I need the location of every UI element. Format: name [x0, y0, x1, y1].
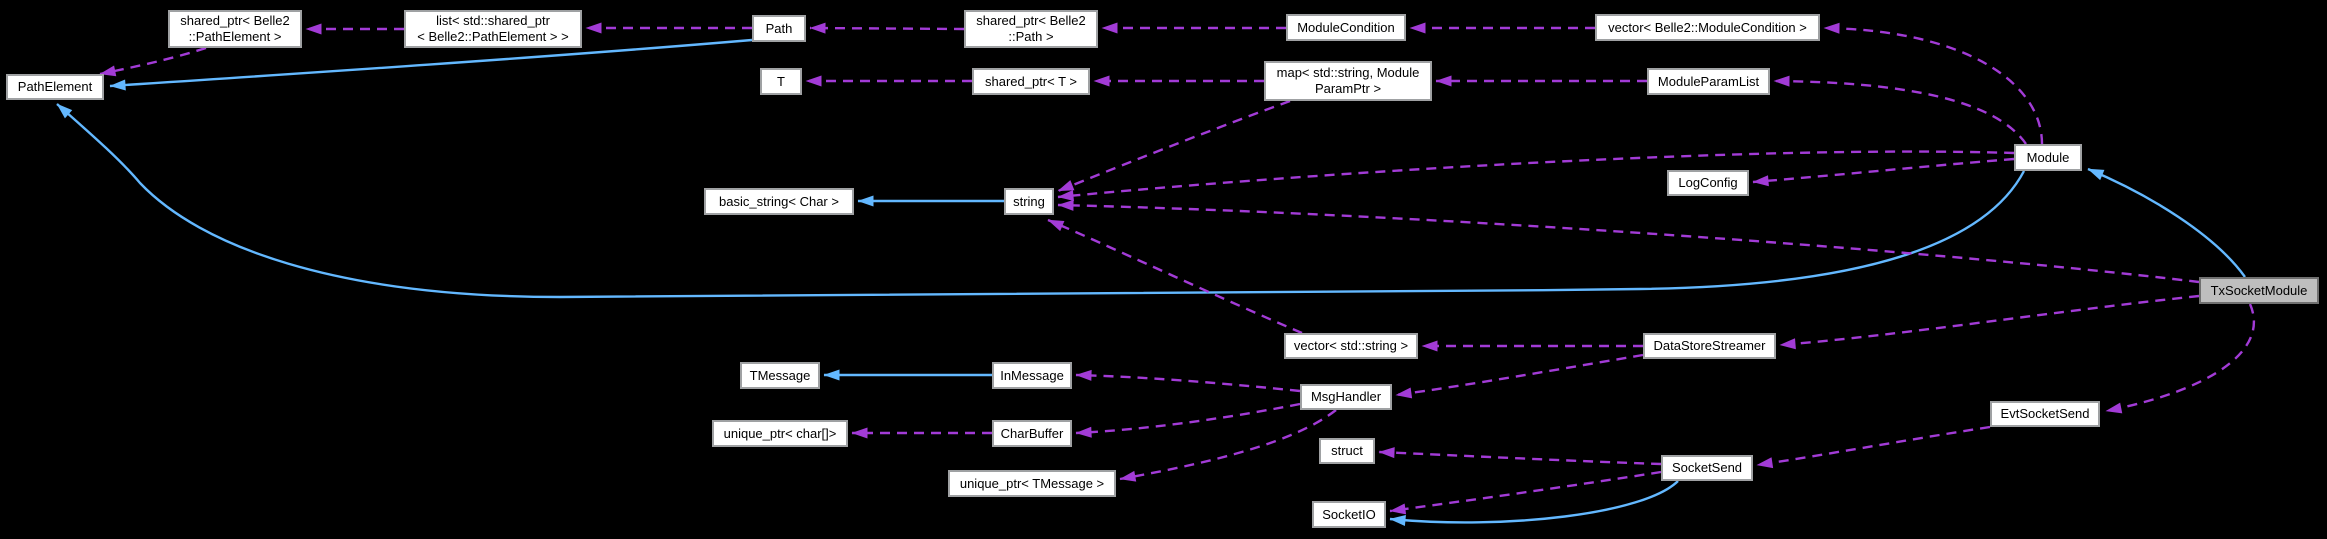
edge-usage-module-to-log-config: [1752, 157, 2015, 187]
node-msg-handler[interactable]: MsgHandler: [1300, 384, 1392, 410]
edge-usage-module-to-vec-module-condition: [1823, 22, 2044, 145]
edge-inherit-tx-socket-module-to-module: [2087, 167, 2246, 278]
edge-usage-vec-string-to-string: [1047, 218, 1303, 335]
node-basic-string[interactable]: basic_string< Char >: [704, 188, 854, 215]
node-socket-send[interactable]: SocketSend: [1661, 455, 1753, 481]
node-evt-socket-send[interactable]: EvtSocketSend: [1990, 401, 2100, 427]
node-socket-io[interactable]: SocketIO: [1312, 501, 1386, 528]
edge-inherit-module-to-path-element: [56, 103, 2026, 299]
edge-usage-msg-handler-to-unique-ptr-tmessage: [1119, 409, 1337, 482]
edge-usage-sp-path-to-path: [809, 22, 965, 34]
edge-inherit-path-to-path-element: [109, 38, 753, 91]
node-log-config[interactable]: LogConfig: [1667, 170, 1749, 196]
node-map-module-param[interactable]: map< std::string, Module ParamPtr >: [1264, 61, 1432, 101]
edge-usage-socket-send-to-struct: [1378, 447, 1662, 466]
node-struct[interactable]: struct: [1319, 438, 1375, 464]
node-list-sp-pathelement[interactable]: list< std::shared_ptr < Belle2::PathElem…: [404, 10, 582, 48]
edge-usage-sp-pathelement-to-path-element: [99, 46, 207, 77]
edge-usage-msg-handler-to-char-buffer: [1075, 402, 1301, 438]
edge-usage-msg-handler-to-in-message: [1075, 369, 1301, 393]
node-char-buffer[interactable]: CharBuffer: [992, 420, 1072, 447]
edge-usage-socket-send-to-socket-io: [1389, 470, 1662, 515]
node-sp-pathelement[interactable]: shared_ptr< Belle2 ::PathElement >: [168, 10, 302, 48]
edge-usage-evt-socket-send-to-socket-send: [1756, 425, 1991, 469]
edge-inherit-socket-send-to-socket-io: [1389, 480, 1679, 526]
node-unique-ptr-char[interactable]: unique_ptr< char[]>: [712, 420, 848, 447]
node-path[interactable]: Path: [752, 15, 806, 42]
node-module-param-list[interactable]: ModuleParamList: [1647, 68, 1770, 95]
node-in-message[interactable]: InMessage: [992, 362, 1072, 389]
node-string[interactable]: string: [1004, 188, 1054, 215]
edge-usage-module-to-module-param-list: [1773, 75, 2027, 145]
edge-usage-tx-socket-module-to-data-store-streamer: [1779, 294, 2200, 350]
node-path-element[interactable]: PathElement: [6, 74, 104, 100]
node-vec-module-condition[interactable]: vector< Belle2::ModuleCondition >: [1595, 14, 1820, 41]
node-unique-ptr-tmessage[interactable]: unique_ptr< TMessage >: [948, 470, 1116, 497]
edge-usage-tx-socket-module-to-string: [1057, 199, 2200, 284]
edge-usage-map-to-string: [1057, 99, 1291, 193]
edge-usage-data-store-streamer-to-msg-handler: [1395, 353, 1644, 399]
edge-usage-tx-socket-module-to-evt-socket-send: [2105, 303, 2256, 414]
node-sp-t[interactable]: shared_ptr< T >: [972, 68, 1090, 95]
node-data-store-streamer[interactable]: DataStoreStreamer: [1643, 333, 1776, 359]
node-t[interactable]: T: [760, 68, 802, 95]
edge-usage-module-to-string: [1057, 150, 2015, 202]
node-tmessage[interactable]: TMessage: [740, 362, 820, 389]
node-sp-path[interactable]: shared_ptr< Belle2 ::Path >: [964, 10, 1098, 48]
node-module[interactable]: Module: [2014, 144, 2082, 171]
node-module-condition[interactable]: ModuleCondition: [1286, 14, 1406, 41]
node-tx-socket-module[interactable]: TxSocketModule: [2199, 277, 2319, 304]
node-vec-string[interactable]: vector< std::string >: [1284, 333, 1418, 359]
